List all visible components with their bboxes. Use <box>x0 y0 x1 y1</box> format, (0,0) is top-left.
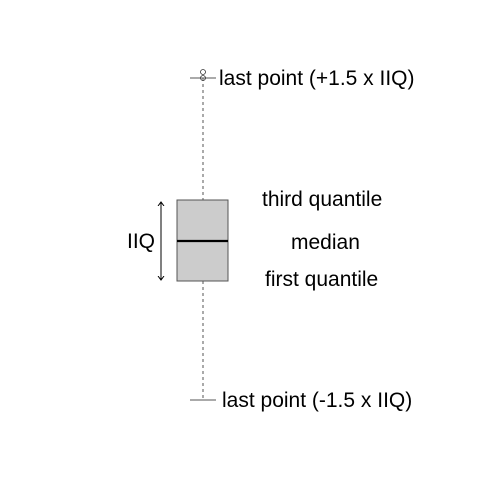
iqr-label: IIQ <box>127 230 155 253</box>
third-quartile-label: third quantile <box>262 188 382 211</box>
first-quartile-label: first quantile <box>265 268 378 291</box>
median-label: median <box>291 231 360 254</box>
upper-whisker-label: last point (+1.5 x IIQ) <box>219 67 415 90</box>
lower-whisker-label: last point (-1.5 x IIQ) <box>222 389 412 412</box>
outlier-point <box>200 69 206 75</box>
outlier-point <box>200 75 206 81</box>
